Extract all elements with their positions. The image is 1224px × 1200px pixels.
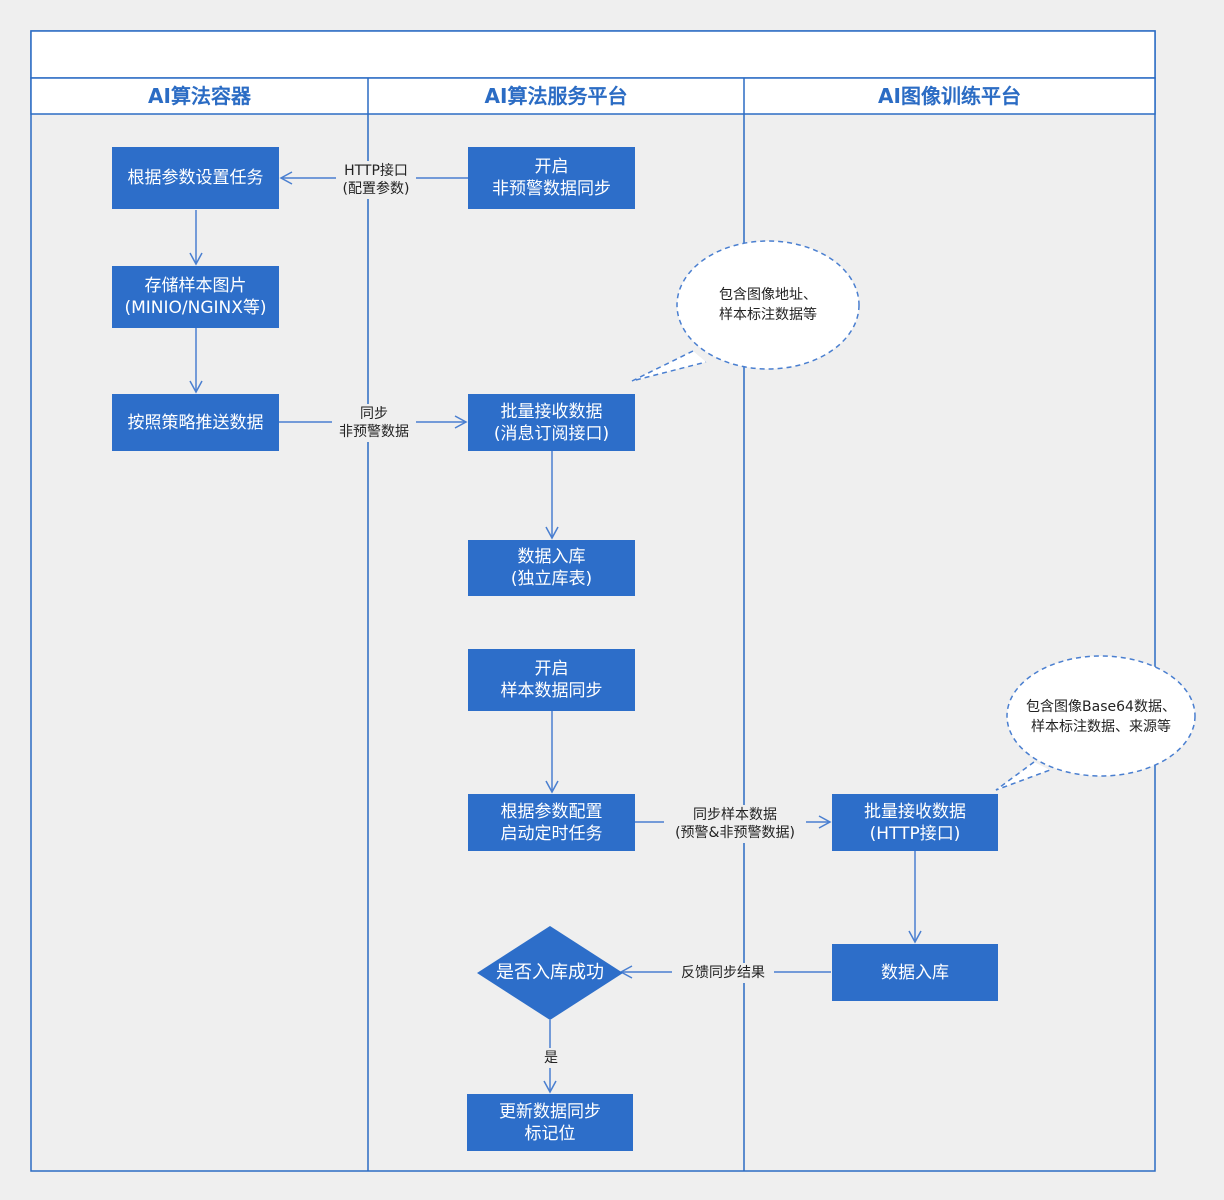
node-data-store-line-1: 数据入库 bbox=[881, 962, 949, 983]
node-store-images-line-1: 存储样本图片 bbox=[144, 276, 247, 296]
decision-diamond bbox=[477, 926, 623, 1020]
node-start-nonalert-sync-line-1: 开启 bbox=[534, 157, 569, 177]
node-data-store-independent-line-1: 数据入库 bbox=[517, 547, 586, 567]
edge-label-http-config-line-1: HTTP接口 bbox=[344, 163, 408, 179]
node-batch-receive-msg-line-1: 批量接收数据 bbox=[500, 401, 603, 422]
callout-image-base64-line-2: 样本标注数据、来源等 bbox=[1031, 719, 1171, 735]
node-start-sample-sync: 开启 样本数据同步 bbox=[468, 649, 635, 711]
node-start-timer-task-line-1: 根据参数配置 bbox=[500, 801, 603, 822]
callout-image-address-line-1: 包含图像地址、 bbox=[719, 287, 817, 303]
node-data-store-independent: 数据入库 (独立库表) bbox=[468, 540, 635, 596]
node-set-task-line-1: 根据参数设置任务 bbox=[127, 168, 264, 188]
lane-title-image-training-platform: AI图像训练平台 bbox=[878, 84, 1021, 108]
node-start-sample-sync-line-2: 样本数据同步 bbox=[500, 681, 603, 701]
edge-label-http-config-line-2: (配置参数) bbox=[342, 181, 410, 197]
node-batch-receive-http-line-2: (HTTP接口) bbox=[869, 823, 961, 844]
node-start-timer-task: 根据参数配置 启动定时任务 bbox=[468, 794, 635, 851]
node-start-timer-task-line-2: 启动定时任务 bbox=[500, 823, 603, 844]
node-batch-receive-http-line-1: 批量接收数据 bbox=[864, 801, 966, 822]
callout-image-base64-line-1: 包含图像Base64数据、 bbox=[1026, 699, 1176, 715]
edge-label-sync-samples: 同步样本数据 (预警&非预警数据) bbox=[664, 805, 806, 843]
node-batch-receive-msg-line-2: (消息订阅接口) bbox=[493, 423, 610, 444]
edge-label-yes-line-1: 是 bbox=[544, 1050, 558, 1066]
lane-header-band bbox=[30, 77, 1156, 115]
edge-label-sync-samples-line-1: 同步样本数据 bbox=[693, 807, 777, 823]
callout-image-address bbox=[631, 240, 860, 382]
node-decision-stored: 是否入库成功 bbox=[496, 962, 604, 983]
node-push-data-line-1: 按照策略推送数据 bbox=[127, 412, 264, 433]
node-update-sync-flag-line-1: 更新数据同步 bbox=[499, 1101, 601, 1122]
node-data-store-independent-line-2: (独立库表) bbox=[510, 569, 593, 589]
node-update-sync-flag: 更新数据同步 标记位 bbox=[467, 1094, 633, 1151]
lane-title-algorithm-container: AI算法容器 bbox=[148, 84, 251, 108]
callout-image-base64-text: 包含图像Base64数据、 样本标注数据、来源等 bbox=[1010, 697, 1192, 737]
node-batch-receive-http: 批量接收数据 (HTTP接口) bbox=[832, 794, 998, 851]
edge-label-yes: 是 bbox=[538, 1048, 564, 1068]
edge-label-http-config: HTTP接口 (配置参数) bbox=[336, 161, 416, 199]
edge-label-sync-nonalert-line-2: 非预警数据 bbox=[339, 424, 409, 440]
node-start-nonalert-sync-line-2: 非预警数据同步 bbox=[492, 179, 611, 199]
edge-label-sync-samples-line-2: (预警&非预警数据) bbox=[675, 825, 795, 841]
edge-label-feedback: 反馈同步结果 bbox=[672, 963, 774, 983]
node-start-nonalert-sync: 开启 非预警数据同步 bbox=[468, 147, 635, 209]
callout-image-address-text: 包含图像地址、 样本标注数据等 bbox=[688, 285, 848, 325]
node-push-data: 按照策略推送数据 bbox=[112, 394, 279, 451]
node-store-images: 存储样本图片 (MINIO/NGINX等) bbox=[112, 266, 279, 328]
node-start-sample-sync-line-1: 开启 bbox=[534, 659, 569, 679]
node-store-images-line-2: (MINIO/NGINX等) bbox=[124, 298, 267, 318]
node-data-store: 数据入库 bbox=[832, 944, 998, 1001]
callout-image-base64 bbox=[995, 655, 1196, 791]
lane-title-algorithm-service-platform: AI算法服务平台 bbox=[484, 84, 628, 108]
node-set-task: 根据参数设置任务 bbox=[112, 147, 279, 209]
top-header-band bbox=[30, 30, 1156, 79]
edge-label-sync-nonalert: 同步 非预警数据 bbox=[332, 404, 416, 442]
edge-label-feedback-line-1: 反馈同步结果 bbox=[681, 965, 765, 981]
node-batch-receive-msg: 批量接收数据 (消息订阅接口) bbox=[468, 394, 635, 451]
edge-label-sync-nonalert-line-1: 同步 bbox=[360, 406, 388, 422]
callout-image-address-line-2: 样本标注数据等 bbox=[719, 307, 817, 323]
node-update-sync-flag-line-2: 标记位 bbox=[524, 1123, 576, 1144]
